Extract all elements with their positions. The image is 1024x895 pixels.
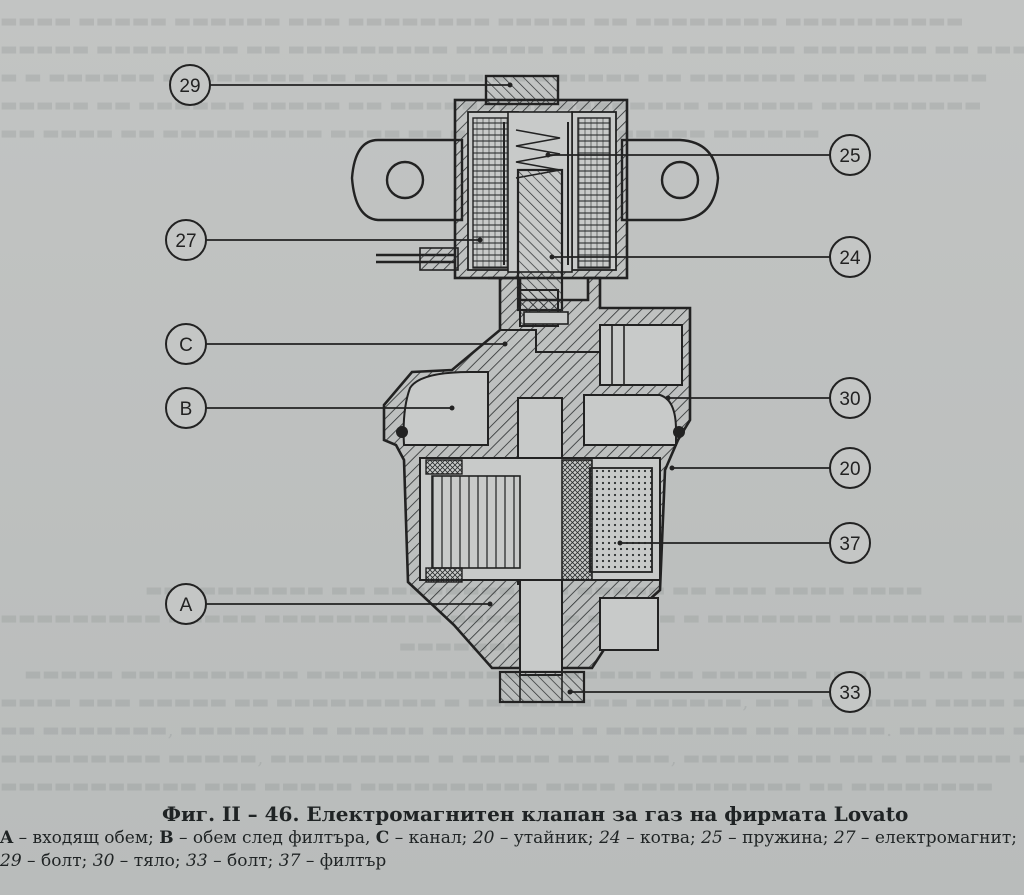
- callout-30: 30: [829, 377, 871, 419]
- filter-element-37: [589, 467, 653, 573]
- svg-text:27: 27: [175, 231, 196, 252]
- armature: [516, 168, 564, 312]
- legend-desc: тяло;: [133, 851, 181, 871]
- terminal-lead: [376, 247, 459, 271]
- svg-text:24: 24: [839, 248, 861, 269]
- legend-desc: пружина;: [742, 828, 829, 848]
- legend-desc: входящ обем;: [32, 828, 154, 848]
- svg-text:37: 37: [839, 534, 860, 555]
- legend-key: 27: [833, 828, 856, 848]
- callout-A: A: [165, 583, 207, 625]
- svg-text:30: 30: [839, 389, 860, 410]
- callout-27: 27: [165, 219, 207, 261]
- legend-desc: филтър: [319, 851, 387, 871]
- legend-key: 25: [701, 828, 723, 848]
- svg-text:29: 29: [179, 76, 200, 97]
- legend-key: B: [159, 828, 174, 848]
- svg-text:25: 25: [839, 146, 860, 167]
- legend-desc: електромагнит;: [874, 828, 1017, 848]
- legend-key: 37: [278, 851, 301, 871]
- valve-section-drawing: 29 25 27 24 C B 30 20: [165, 64, 871, 713]
- legend-key: 33: [186, 851, 208, 871]
- legend-key: 24: [599, 828, 621, 848]
- coil-right: [577, 117, 611, 269]
- callout-B: B: [165, 387, 207, 429]
- mounting-bracket: [350, 138, 720, 222]
- legend-desc: болт;: [40, 851, 88, 871]
- callout-C: C: [165, 323, 207, 365]
- legend-key: A: [0, 828, 14, 848]
- inlet-and-bottom-bolt: [498, 579, 659, 704]
- leader-dots: [449, 82, 675, 695]
- coil-left: [472, 117, 512, 269]
- callout-25: 25: [829, 134, 871, 176]
- svg-text:C: C: [179, 335, 193, 356]
- legend-desc: обем след филтъра,: [192, 828, 371, 848]
- legend-key: 29: [0, 851, 22, 871]
- caption-legend: A – входящ обем; B – обем след филтъра, …: [0, 828, 1017, 871]
- svg-text:33: 33: [839, 683, 860, 704]
- filter-bowl: [419, 457, 661, 583]
- mounting-hole-right: [660, 160, 700, 200]
- legend-desc: утайник;: [513, 828, 594, 848]
- callout-33: 33: [829, 671, 871, 713]
- top-bolt: [484, 74, 560, 106]
- caption-title: Фиг. II – 46. Електромагнитен клапан за …: [162, 802, 909, 826]
- callout-29: 29: [169, 64, 211, 106]
- svg-text:20: 20: [839, 459, 860, 480]
- filter-element-left: [431, 475, 521, 569]
- bottom-bolt: [498, 670, 586, 704]
- legend-key: C: [375, 828, 390, 848]
- callout-37: 37: [829, 522, 871, 564]
- legend-key: 20: [472, 828, 495, 848]
- callout-20: 20: [829, 447, 871, 489]
- legend-desc: болт;: [226, 851, 274, 871]
- mounting-hole-left: [385, 160, 425, 200]
- svg-text:B: B: [180, 399, 193, 420]
- legend-desc: котва;: [640, 828, 696, 848]
- legend-desc: канал;: [408, 828, 468, 848]
- svg-text:A: A: [180, 595, 193, 616]
- leader-lines: [205, 84, 830, 693]
- callout-24: 24: [829, 236, 871, 278]
- legend-key: 30: [92, 851, 115, 871]
- figure-caption: Фиг. II – 46. Електромагнитен клапан за …: [0, 800, 1024, 895]
